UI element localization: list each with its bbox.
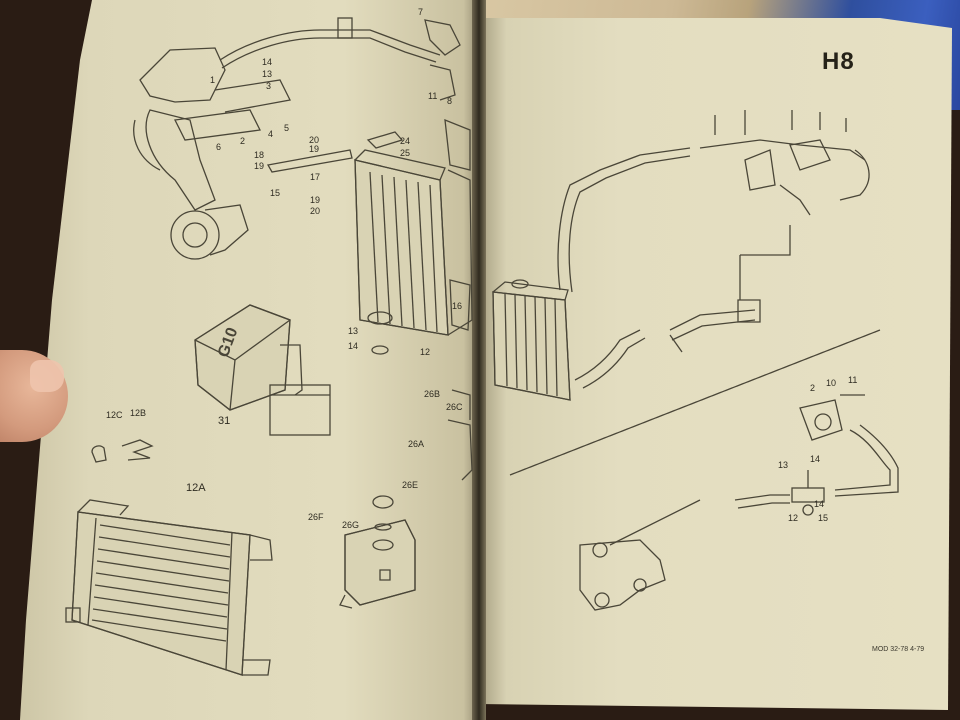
part-label: 1 bbox=[210, 75, 216, 85]
part-label: 19 bbox=[254, 161, 265, 171]
right-thermostat-assembly-drawing bbox=[699, 110, 870, 216]
lower-right-assembly-drawing bbox=[579, 394, 899, 611]
right-hoses-drawing bbox=[557, 147, 791, 389]
page-footer: MOD 32-78 4-79 bbox=[872, 646, 925, 653]
part-label: 7 bbox=[418, 7, 424, 17]
part-label: 14 bbox=[814, 499, 825, 509]
part-label: 13 bbox=[262, 69, 273, 79]
part-label: 4 bbox=[268, 129, 274, 139]
page-code: H8 bbox=[822, 48, 855, 75]
part-label: 17 bbox=[310, 172, 321, 182]
part-label: 10 bbox=[826, 378, 837, 388]
engine-block-drawing bbox=[133, 47, 291, 260]
part-label: 2 bbox=[810, 383, 816, 393]
part-label: 15 bbox=[818, 513, 829, 523]
part-label: 20 bbox=[310, 206, 321, 216]
part-label: 14 bbox=[262, 57, 273, 67]
part-label: 25 bbox=[400, 148, 411, 158]
part-label: 12C bbox=[106, 410, 123, 420]
part-label: 26E bbox=[402, 480, 419, 490]
part-label: 19 bbox=[309, 144, 320, 154]
radiator-12-drawing bbox=[354, 149, 473, 355]
part-label: 14 bbox=[810, 454, 821, 464]
part-label: 19 bbox=[310, 195, 321, 205]
book-gutter bbox=[472, 0, 486, 720]
part-label: 13 bbox=[348, 326, 359, 336]
radiator-12a-drawing bbox=[65, 499, 273, 676]
upper-hose-drawing bbox=[219, 17, 461, 101]
part-label: 26A bbox=[408, 439, 425, 449]
coolant-can-31-drawing: G10 bbox=[194, 304, 331, 436]
part-label: 24 bbox=[400, 136, 411, 146]
part-label: 20 bbox=[309, 135, 320, 145]
part-label: 31 bbox=[218, 415, 231, 427]
part-label: 18 bbox=[254, 150, 265, 160]
part-label: 11 bbox=[848, 375, 858, 385]
part-label: 5 bbox=[284, 123, 290, 133]
part-label: 12A bbox=[186, 482, 206, 494]
part-label: 13 bbox=[778, 460, 789, 470]
expansion-tank-drawing bbox=[339, 495, 416, 609]
part-label: 15 bbox=[270, 188, 281, 198]
part-label: 3 bbox=[266, 81, 272, 91]
part-label: 26G bbox=[342, 520, 360, 530]
part-label: 26F bbox=[308, 512, 324, 522]
part-label: 6 bbox=[216, 142, 222, 152]
part-label: 14 bbox=[348, 341, 359, 351]
right-radiator-drawing bbox=[492, 279, 571, 401]
part-label: 26B bbox=[424, 389, 441, 399]
part-label: 11 bbox=[428, 91, 438, 101]
part-label: 2 bbox=[240, 136, 246, 146]
part-label: 12 bbox=[420, 347, 431, 357]
part-label: 12 bbox=[788, 513, 799, 523]
part-label: 26C bbox=[446, 402, 463, 412]
part-label: 16 bbox=[452, 301, 463, 311]
part-label: 12B bbox=[130, 408, 147, 418]
part-label: 8 bbox=[447, 96, 453, 106]
thumbnail-nail bbox=[30, 360, 64, 392]
